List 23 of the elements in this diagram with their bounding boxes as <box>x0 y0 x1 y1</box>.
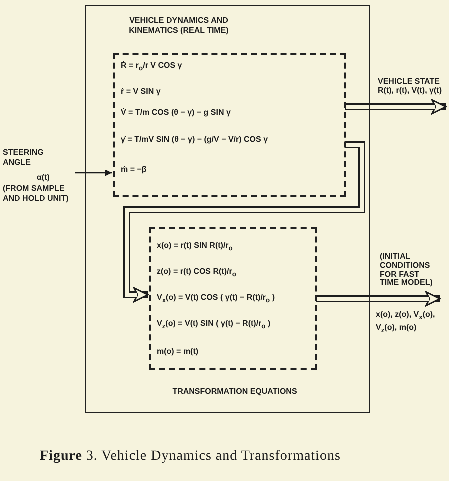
equation: V̇ = T/m COS (θ − γ) − g SIN γ <box>121 108 231 118</box>
arrow <box>75 170 112 176</box>
figure-caption: Figure 3. Vehicle Dynamics and Transformations <box>40 450 342 465</box>
output-title: (INITIAL CONDITIONS FOR FAST TIME MODEL) <box>380 253 434 288</box>
equation-box <box>113 53 346 197</box>
frame-title: VEHICLE DYNAMICS AND KINEMATICS (REAL TIME) <box>128 16 230 36</box>
output-variables: R(t), r(t), V(t), γ(t) <box>378 86 443 96</box>
input-symbol: α(t) <box>37 173 50 183</box>
equation: x(o) = r(t) SIN R(t)/r$_{o}$ <box>157 241 233 254</box>
system-frame <box>85 5 370 413</box>
equation: γ̇ = T/mV SIN (θ − γ) − (g/V − V/r) COS γ <box>121 135 268 145</box>
equation: ṙ = V SIN γ <box>121 87 161 97</box>
equation: z(o) = r(t) COS R(t)/r$_{o}$ <box>157 267 236 280</box>
equation: ṁ = −β <box>121 165 147 175</box>
output-variables: x(o), z(o), V$_{x}$(o), V$_{z}$(o), m(o) <box>376 310 436 336</box>
output-title: VEHICLE STATE <box>378 77 440 87</box>
equation: V$_{x}$(o) = V(t) COS ( γ(t) − R(t)/r$_{o}$ ) <box>157 293 276 306</box>
box-caption: TRANSFORMATION EQUATIONS <box>172 387 298 397</box>
input-name: STEERING ANGLE <box>3 148 45 168</box>
equation: Ṙ = r$_{o}$/r V COS γ <box>121 61 182 74</box>
input-source: (FROM SAMPLE AND HOLD UNIT) <box>3 184 70 204</box>
equation: V$_{z}$(o) = V(t) SIN ( γ(t) − R(t)/r$_{o}$ ) <box>157 319 271 332</box>
equation: m(o) = m(t) <box>157 347 199 357</box>
